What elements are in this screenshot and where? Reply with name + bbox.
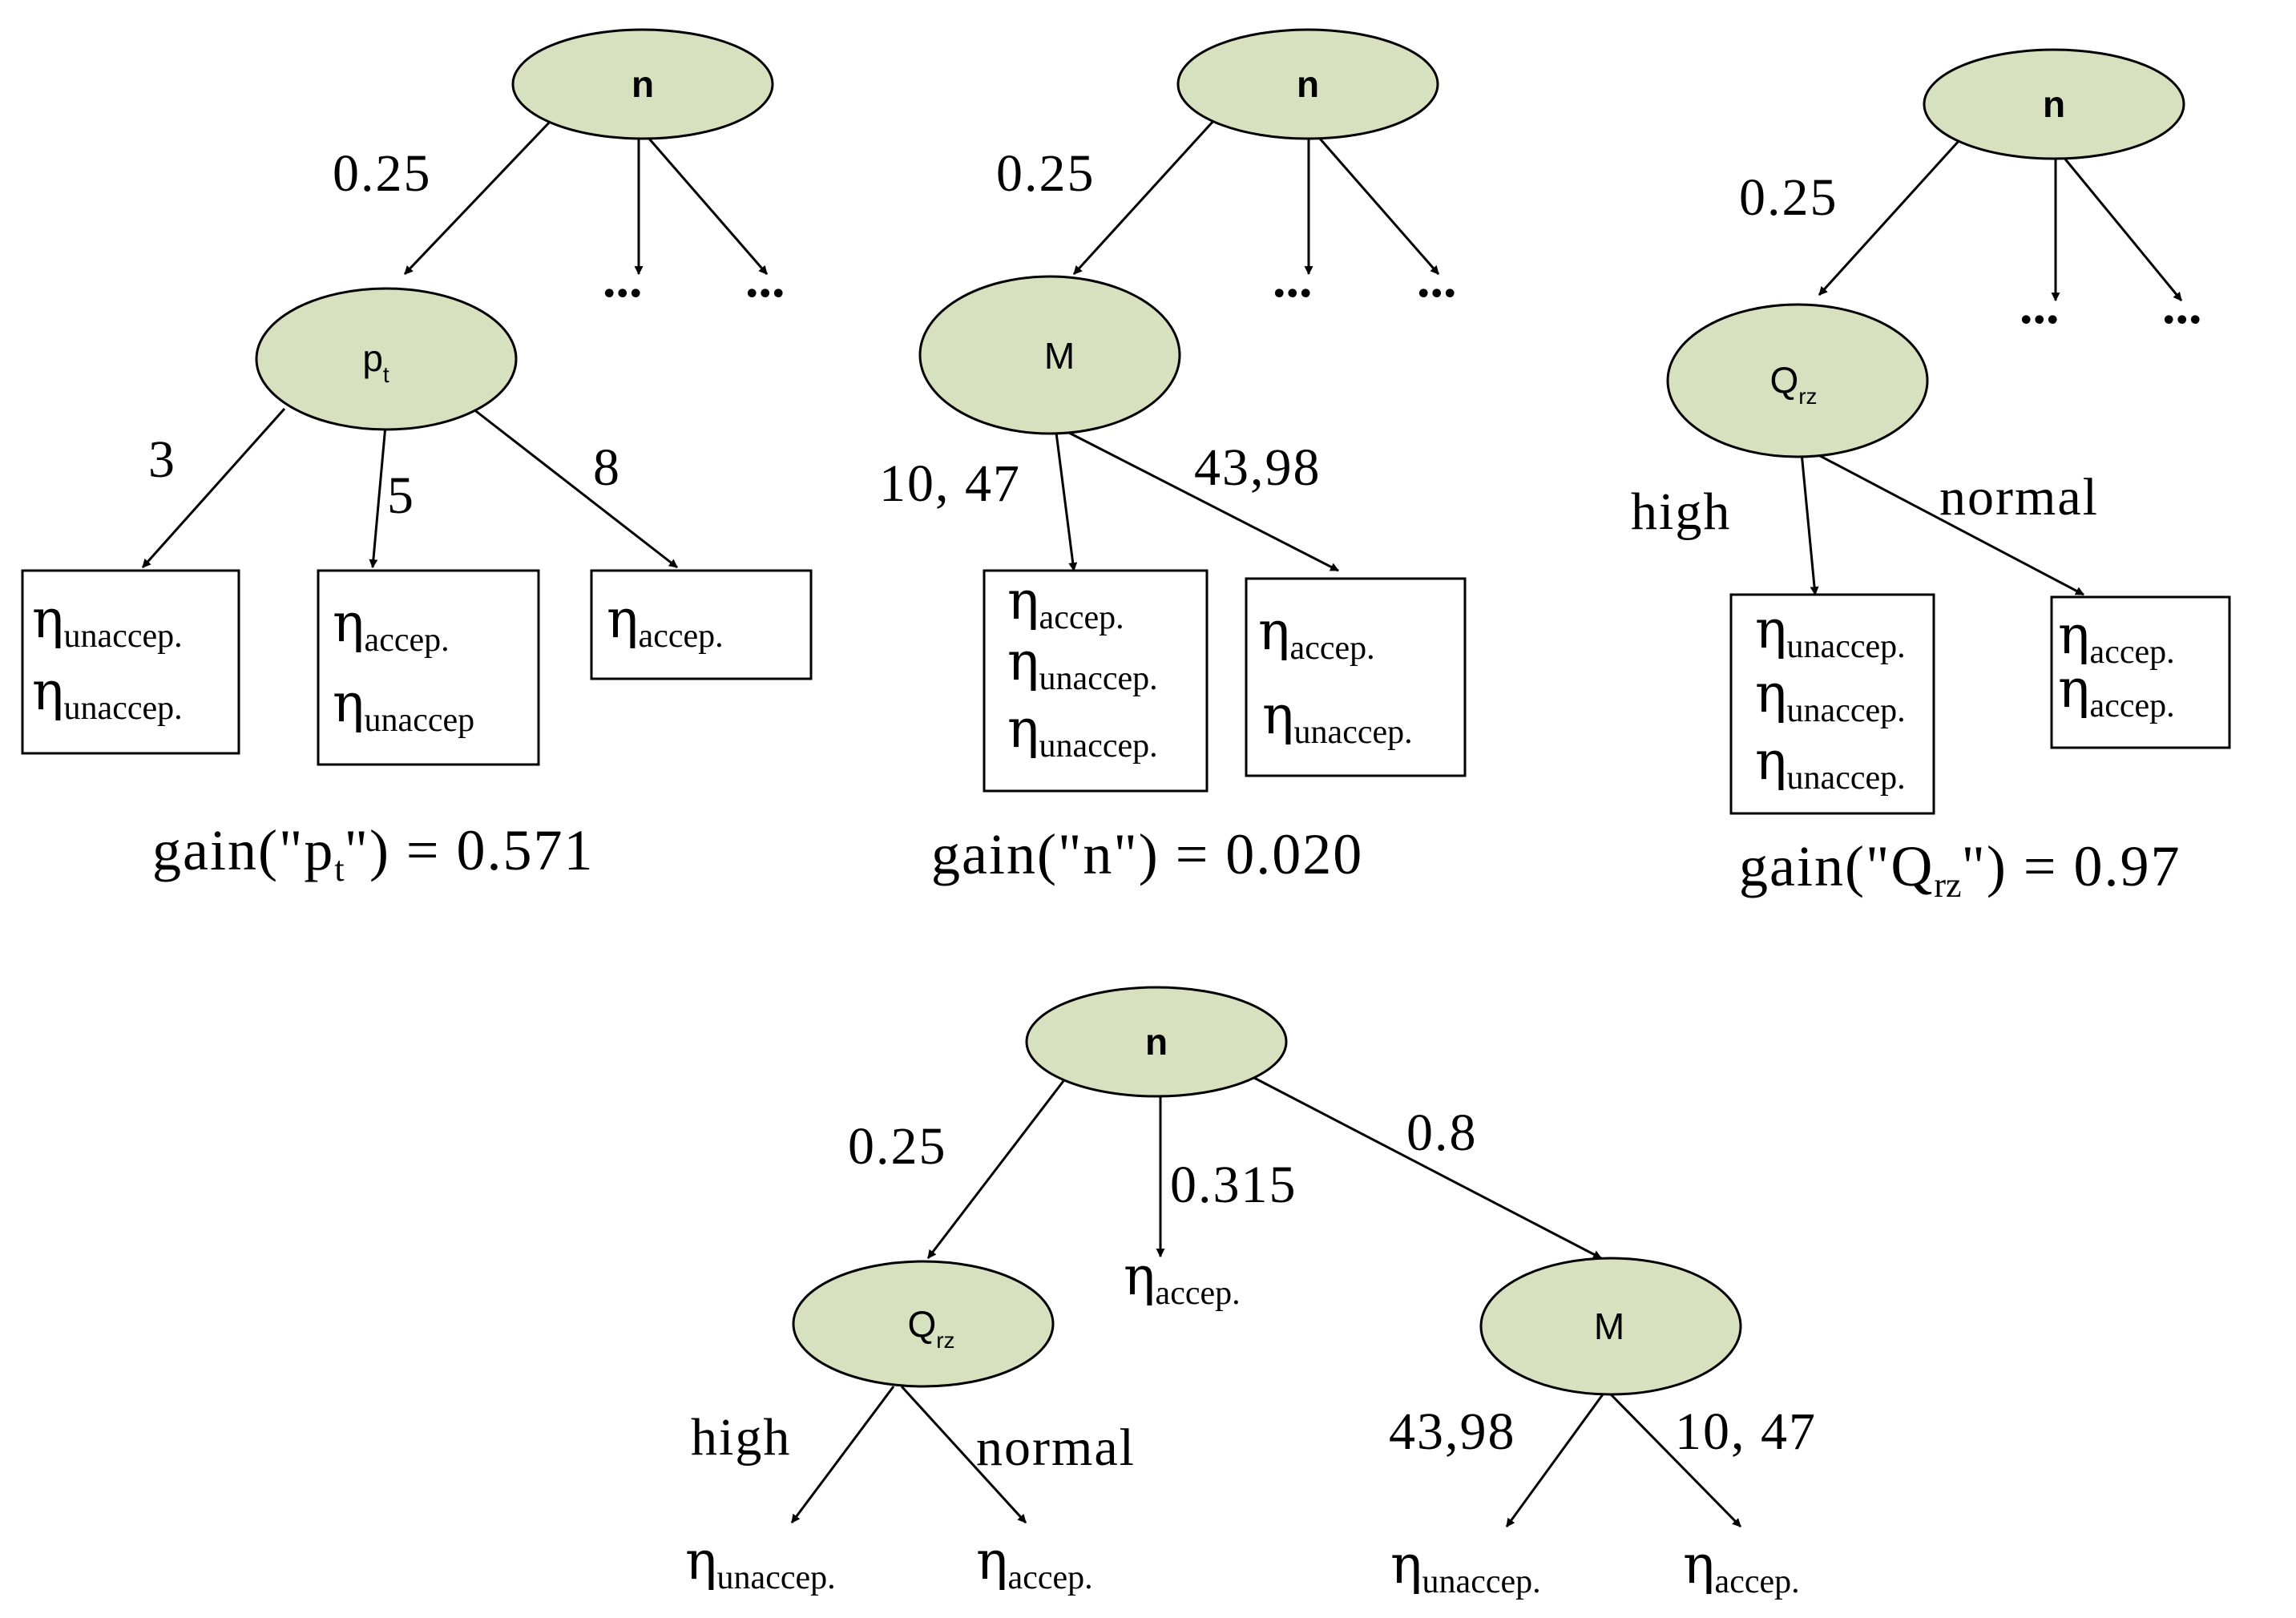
node-root2-label: n bbox=[1297, 63, 1319, 105]
leaf-box-4398 bbox=[1245, 577, 1467, 777]
branch-label-final-normal: normal bbox=[976, 1418, 1136, 1477]
tree-pt: n 0.25 ... ... pt 3 5 8 ηunaccep. ηunacc… bbox=[21, 28, 813, 889]
leaf-4398-1: ηaccep. bbox=[1258, 600, 1375, 667]
edge-final-qrz-high bbox=[790, 1386, 895, 1523]
ellipsis-middle: ... bbox=[603, 250, 643, 309]
edge-label-root-child: 0.25 bbox=[333, 144, 432, 203]
branch-label-final-1047: 10, 47 bbox=[1675, 1402, 1817, 1461]
edge-final-qrz-normal bbox=[900, 1385, 1027, 1524]
leaf-8-1: ηaccep. bbox=[607, 588, 724, 655]
edge-root2-to-m bbox=[1072, 119, 1216, 276]
branch-label-final-4398: 43,98 bbox=[1389, 1402, 1516, 1461]
edge-final-left bbox=[926, 1077, 1067, 1259]
edge-root3-right bbox=[2058, 151, 2183, 301]
leaf-box-1047 bbox=[983, 569, 1209, 793]
ellipsis2-middle: ... bbox=[1273, 250, 1313, 309]
edge-final-m-4398 bbox=[1505, 1394, 1604, 1527]
branch-label-final-high: high bbox=[691, 1408, 791, 1467]
edge-m-4398 bbox=[1065, 430, 1339, 572]
branch-label-high: high bbox=[1631, 482, 1731, 541]
node-final-qrz-label: Qrz bbox=[907, 1303, 954, 1353]
leaf-3-1: ηunaccep. bbox=[32, 588, 183, 655]
edge-label-root2-child: 0.25 bbox=[996, 144, 1096, 203]
node-qrz bbox=[1666, 303, 1929, 458]
leaf-high-1: ηunaccep. bbox=[1755, 599, 1906, 665]
gain-pt: gain("pt") = 0.571 bbox=[152, 818, 595, 889]
ellipsis-right: ... bbox=[745, 250, 785, 309]
branch-label-5: 5 bbox=[387, 466, 415, 525]
ellipsis3-middle: ... bbox=[2020, 276, 2060, 335]
node-final-m-label: M bbox=[1594, 1305, 1624, 1347]
edge-qrz-high bbox=[1800, 452, 1819, 596]
edge-pt-8 bbox=[472, 407, 678, 569]
leaf-1047-2: ηunaccep. bbox=[1007, 631, 1158, 697]
final-tree: n 0.25 0.315 0.8 ηaccep. Qrz high normal… bbox=[685, 986, 1817, 1600]
edge-label-root3-child: 0.25 bbox=[1739, 168, 1838, 227]
leaf-1047-3: ηunaccep. bbox=[1007, 698, 1158, 765]
edge-pt-3 bbox=[141, 408, 286, 568]
node-root-label: n bbox=[632, 63, 654, 105]
node-root2 bbox=[1176, 28, 1439, 140]
edge-root-right bbox=[642, 131, 769, 275]
branch-label-1047: 10, 47 bbox=[879, 454, 1021, 513]
node-m bbox=[918, 275, 1181, 435]
edge-m-1047 bbox=[1055, 432, 1078, 572]
edge-pt-5 bbox=[369, 416, 388, 569]
node-final-m bbox=[1479, 1257, 1742, 1396]
tree-m: n 0.25 ... ... M 10, 47 43,98 ηaccep. ηu… bbox=[879, 28, 1467, 886]
leaf-5-2: ηunaccep bbox=[333, 672, 474, 739]
node-root3-label: n bbox=[2043, 83, 2065, 125]
final-leaf-high: ηunaccep. bbox=[685, 1530, 836, 1596]
node-pt-label: pt bbox=[362, 337, 389, 387]
leaf-5-1: ηaccep. bbox=[333, 592, 450, 659]
edge-final-right bbox=[1253, 1076, 1602, 1260]
node-final-qrz bbox=[792, 1260, 1055, 1388]
final-leaf-1047: ηaccep. bbox=[1683, 1534, 1800, 1600]
ellipsis3-right: ... bbox=[2162, 276, 2202, 335]
leaf-normal-2: ηaccep. bbox=[2058, 658, 2175, 724]
leaf-box-5 bbox=[317, 569, 540, 766]
leaf-1047-1: ηaccep. bbox=[1007, 570, 1124, 636]
leaf-box-normal bbox=[2050, 595, 2231, 749]
leaf-box-high bbox=[1729, 593, 1935, 815]
node-m-label: M bbox=[1044, 335, 1075, 377]
final-middle-leaf: ηaccep. bbox=[1124, 1245, 1241, 1312]
leaf-high-3: ηunaccep. bbox=[1755, 730, 1906, 797]
node-root3 bbox=[1923, 48, 2185, 160]
edge-label-final-middle: 0.315 bbox=[1170, 1156, 1297, 1214]
edge-label-final-right: 0.8 bbox=[1406, 1104, 1478, 1162]
gain-n: gain("n") = 0.020 bbox=[931, 822, 1363, 886]
leaf-high-2: ηunaccep. bbox=[1755, 663, 1906, 729]
node-root bbox=[511, 28, 774, 140]
final-leaf-4398: ηunaccep. bbox=[1390, 1534, 1541, 1600]
edge-final-m-1047 bbox=[1609, 1393, 1742, 1528]
branch-label-3: 3 bbox=[148, 430, 176, 489]
leaf-3-2: ηunaccep. bbox=[32, 660, 183, 727]
branch-label-normal: normal bbox=[1939, 468, 2099, 527]
edge-root3-to-qrz bbox=[1818, 139, 1961, 297]
leaf-box-3 bbox=[21, 569, 240, 755]
edge-root2-right bbox=[1313, 131, 1440, 275]
branch-label-8: 8 bbox=[593, 438, 621, 497]
leaf-4398-2: ηunaccep. bbox=[1262, 684, 1413, 751]
branch-label-4398: 43,98 bbox=[1194, 438, 1322, 497]
edge-root-to-pt bbox=[403, 119, 553, 276]
ellipsis2-right: ... bbox=[1417, 250, 1457, 309]
node-final-root bbox=[1025, 986, 1288, 1098]
gain-qrz: gain("Qrz") = 0.97 bbox=[1739, 834, 2181, 905]
node-final-root-label: n bbox=[1145, 1021, 1168, 1063]
final-leaf-normal: ηaccep. bbox=[976, 1530, 1093, 1596]
leaf-box-8 bbox=[590, 569, 813, 680]
node-qrz-label: Qrz bbox=[1769, 359, 1817, 409]
tree-qrz: n 0.25 ... ... Qrz high normal ηunaccep.… bbox=[1631, 48, 2231, 905]
edge-label-final-left: 0.25 bbox=[848, 1117, 947, 1176]
node-pt bbox=[255, 287, 518, 431]
edge-qrz-normal bbox=[1809, 449, 2084, 596]
leaf-normal-1: ηaccep. bbox=[2058, 604, 2175, 671]
